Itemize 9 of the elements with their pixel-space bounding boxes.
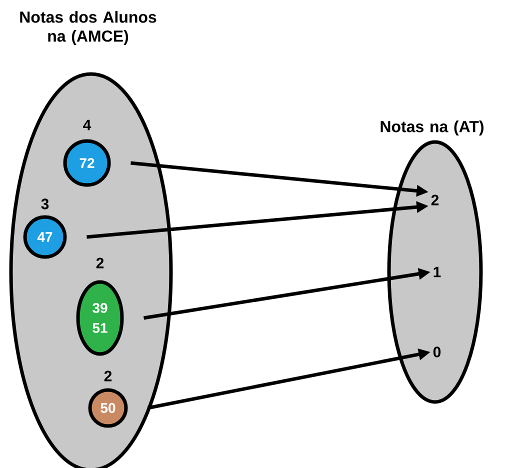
count-label: 2 [104, 370, 112, 382]
value-label: 1 [434, 266, 441, 278]
value-label: 2 [431, 194, 439, 206]
count-label: 3 [41, 198, 49, 210]
set-heading: Notas dos Alunos na (AMCE) [20, 11, 156, 45]
count-label: 2 [96, 258, 104, 268]
value-label: 0 [433, 346, 441, 358]
set-heading: Notas na (AT) [380, 120, 484, 136]
count-label: 4 [83, 120, 92, 130]
